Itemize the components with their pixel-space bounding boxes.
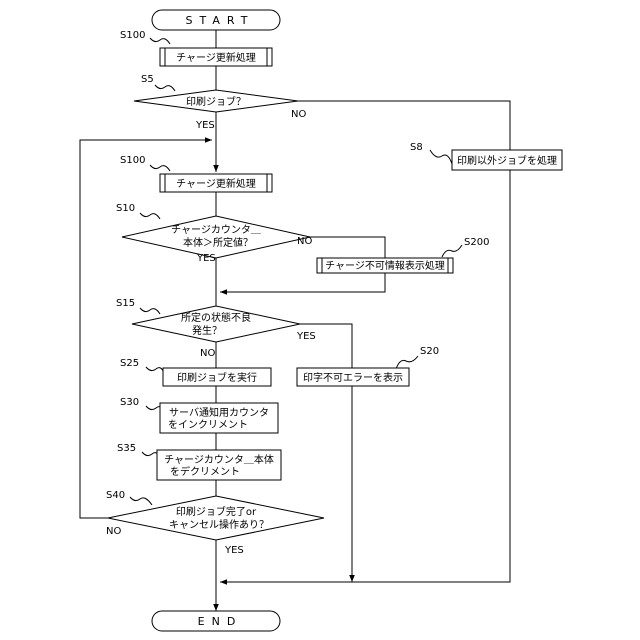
svg-text:発生？: 発生？ xyxy=(192,324,222,337)
svg-text:チャージ不可情報表示処理: チャージ不可情報表示処理 xyxy=(325,259,445,272)
step-s35: S35 xyxy=(117,443,136,454)
step-s8: S8 xyxy=(410,142,423,153)
s5-yes-label: YES xyxy=(195,120,215,131)
svg-text:キャンセル操作あり？: キャンセル操作あり？ xyxy=(169,518,269,531)
svg-text:チャージ更新処理: チャージ更新処理 xyxy=(176,51,256,64)
s40-yes-label: YES xyxy=(224,545,244,556)
svg-text:をデクリメント: をデクリメント xyxy=(170,465,240,478)
svg-text:印刷ジョブ？: 印刷ジョブ？ xyxy=(186,95,246,108)
state-check-decision: 所定の状態不良 発生？ xyxy=(132,306,300,342)
step-s200: S200 xyxy=(464,237,489,248)
s15-yes-label: YES xyxy=(296,331,316,342)
print-error-box: 印字不可エラーを表示 xyxy=(297,368,409,386)
start-label: START xyxy=(186,14,255,27)
end-label: END xyxy=(198,615,243,628)
step-s15: S15 xyxy=(116,298,135,309)
s40-no-label: NO xyxy=(106,526,121,537)
svg-text:印字不可エラーを表示: 印字不可エラーを表示 xyxy=(303,371,403,384)
step-s40: S40 xyxy=(106,490,125,501)
svg-text:チャージカウンタ＿: チャージカウンタ＿ xyxy=(171,224,261,236)
step-s25: S25 xyxy=(120,358,139,369)
run-print-job-box: 印刷ジョブを実行 xyxy=(163,368,271,386)
step-s10: S10 xyxy=(116,203,135,214)
step-s100-top: S100 xyxy=(120,30,145,41)
step-s30: S30 xyxy=(120,397,139,408)
svg-text:チャージ更新処理: チャージ更新処理 xyxy=(176,177,256,190)
non-print-job-box: 印刷以外ジョブを処理 xyxy=(452,150,562,170)
step-s100: S100 xyxy=(120,155,145,166)
svg-text:印刷ジョブ完了or: 印刷ジョブ完了or xyxy=(176,505,257,518)
s5-no-label: NO xyxy=(291,109,306,120)
svg-text:印刷以外ジョブを処理: 印刷以外ジョブを処理 xyxy=(457,154,557,167)
step-s20: S20 xyxy=(420,346,439,357)
complete-check-decision: 印刷ジョブ完了or キャンセル操作あり？ xyxy=(108,496,324,540)
end-terminal: END xyxy=(152,611,280,631)
start-terminal: START xyxy=(152,10,280,30)
s15-no-label: NO xyxy=(200,348,215,359)
svg-text:サーバ通知用カウンタ: サーバ通知用カウンタ xyxy=(169,406,269,419)
step-s5: S5 xyxy=(141,74,154,85)
s10-no-label: NO xyxy=(297,236,312,247)
decrement-box: チャージカウンタ＿本体 をデクリメント xyxy=(157,450,281,480)
svg-text:チャージカウンタ＿本体: チャージカウンタ＿本体 xyxy=(164,453,274,466)
svg-text:本体＞所定値？: 本体＞所定値？ xyxy=(183,236,253,249)
unavailable-info-box: チャージ不可情報表示処理 xyxy=(317,258,453,273)
charge-update-top: チャージ更新処理 xyxy=(160,48,272,66)
print-job-decision: 印刷ジョブ？ xyxy=(134,90,298,112)
charge-update: チャージ更新処理 xyxy=(160,174,272,192)
counter-check-decision: チャージカウンタ＿ 本体＞所定値？ xyxy=(122,216,310,258)
s10-yes-label: YES xyxy=(196,253,216,264)
svg-text:をインクリメント: をインクリメント xyxy=(168,419,248,431)
svg-text:印刷ジョブを実行: 印刷ジョブを実行 xyxy=(177,371,257,384)
svg-text:所定の状態不良: 所定の状態不良 xyxy=(181,311,251,324)
server-counter-box: サーバ通知用カウンタ をインクリメント xyxy=(160,403,278,433)
